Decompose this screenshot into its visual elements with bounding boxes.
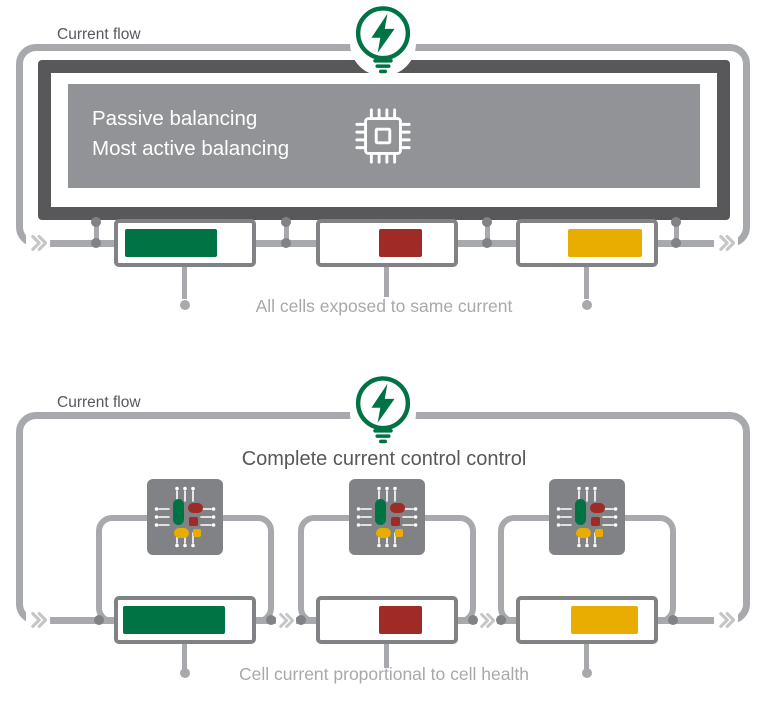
battery-cell: [316, 596, 458, 644]
battery-charge-fill: [570, 606, 638, 634]
battery-cell: [516, 596, 658, 644]
current-direction-chevron-icon: [26, 604, 50, 636]
junction-dot: [281, 217, 291, 227]
sense-wire: [94, 220, 99, 246]
callout-dot: [180, 300, 190, 310]
battery-cell: [114, 596, 256, 644]
junction-dot: [668, 615, 678, 625]
callout-line: [182, 644, 187, 676]
sense-wire: [284, 220, 289, 246]
junction-dot: [482, 238, 492, 248]
balancing-text-line1: Passive balancing: [92, 107, 258, 130]
callout-dot: [180, 668, 190, 678]
callout-line: [584, 644, 589, 676]
junction-dot: [281, 238, 291, 248]
callout-line: [384, 644, 389, 668]
current-direction-chevron-icon: [714, 604, 738, 636]
balancer-chip-icon: [349, 479, 425, 555]
junction-dot: [91, 217, 101, 227]
battery-charge-fill: [378, 229, 422, 257]
sense-wire: [674, 220, 679, 246]
current-direction-chevron-icon: [714, 227, 738, 259]
junction-dot: [91, 238, 101, 248]
battery-charge-fill: [124, 229, 218, 257]
panel-title: Complete current control control: [241, 448, 527, 470]
battery-cell: [316, 219, 458, 267]
balancer-chip-icon: [147, 479, 223, 555]
balancing-text-line2: Most active balancing: [92, 137, 290, 160]
junction-dot: [94, 615, 104, 625]
battery-cell: [114, 219, 256, 267]
current-direction-chevron-icon: [477, 604, 497, 636]
junction-dot: [266, 615, 276, 625]
junction-dot: [482, 217, 492, 227]
balancing-text: Passive balancing Most active balancing: [92, 104, 289, 164]
lightbulb-icon: [350, 374, 416, 446]
panel-caption: All cells exposed to same current: [255, 296, 513, 316]
balancer-chip-icon: [549, 479, 625, 555]
current-flow-label: Current flow: [54, 26, 144, 44]
battery-charge-fill: [123, 606, 226, 634]
current-direction-chevron-icon: [26, 227, 50, 259]
callout-line: [584, 267, 589, 299]
junction-dot: [468, 615, 478, 625]
cpu-chip-icon: [352, 105, 414, 172]
panel-caption: Cell current proportional to cell health: [239, 664, 529, 684]
callout-line: [182, 267, 187, 299]
junction-dot: [296, 615, 306, 625]
callout-dot: [582, 300, 592, 310]
callout-dot: [582, 668, 592, 678]
junction-dot: [671, 238, 681, 248]
battery-charge-fill: [568, 229, 642, 257]
pack-enclosure-frame: [38, 60, 730, 220]
sense-wire: [485, 220, 490, 246]
battery-charge-fill: [378, 606, 422, 634]
current-direction-chevron-icon: [276, 604, 296, 636]
lightbulb-icon: [350, 4, 416, 76]
junction-dot: [496, 615, 506, 625]
battery-cell: [516, 219, 658, 267]
balancing-info-box: [68, 84, 700, 188]
callout-line: [384, 267, 389, 297]
junction-dot: [671, 217, 681, 227]
current-flow-label: Current flow: [54, 394, 144, 412]
